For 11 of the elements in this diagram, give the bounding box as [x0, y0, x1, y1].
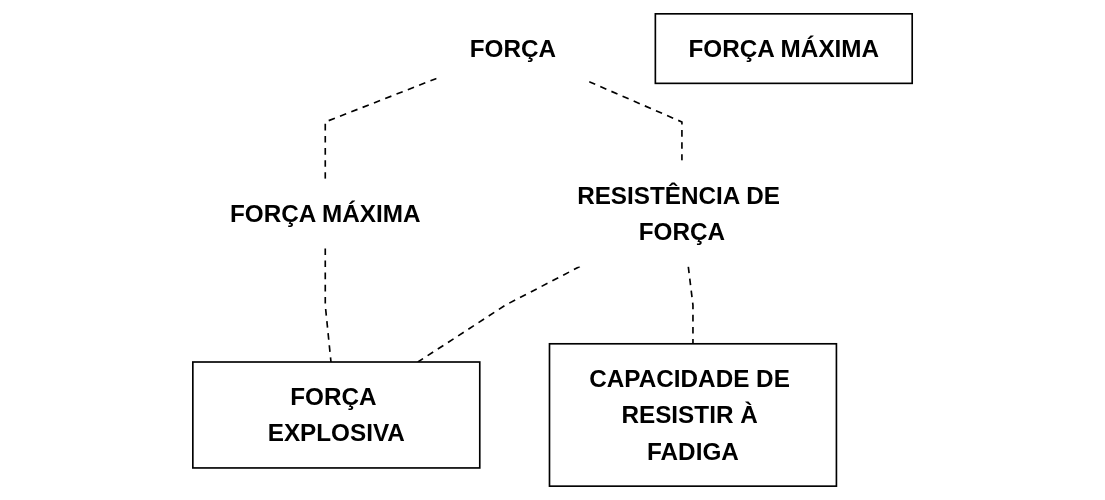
- connector: [588, 80, 683, 162]
- connector: [687, 265, 694, 345]
- node-box: CAPACIDADE DE RESISTIR À FADIGA: [548, 342, 838, 487]
- connector: [324, 247, 332, 363]
- node-text: FORÇA MÁXIMA: [229, 199, 421, 228]
- node-text: FORÇA: [469, 34, 557, 63]
- connector: [417, 265, 581, 363]
- node-box: FORÇA EXPLOSIVA: [192, 361, 481, 469]
- node-box: FORÇA MÁXIMA: [654, 13, 913, 85]
- connector: [324, 77, 438, 180]
- node-text: RESISTÊNCIA DE FORÇA: [577, 181, 780, 246]
